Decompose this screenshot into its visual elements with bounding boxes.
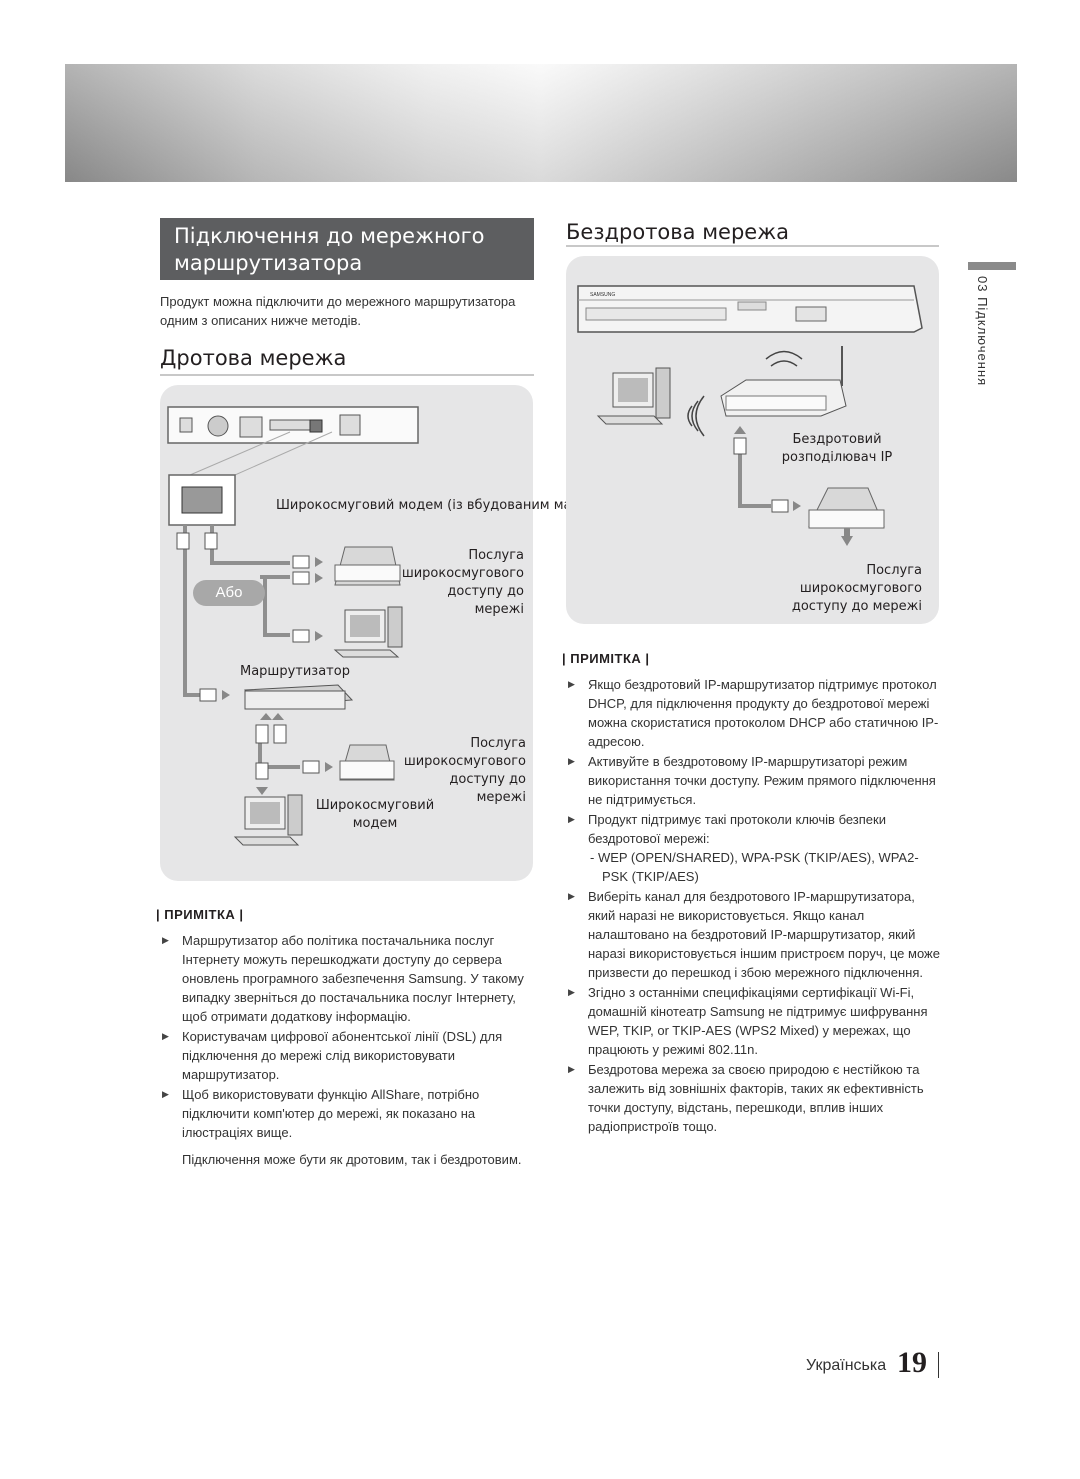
footer-divider bbox=[938, 1352, 939, 1378]
service-label-2: Послуга широкосмугового доступу до мереж… bbox=[403, 736, 526, 805]
header-banner bbox=[65, 64, 1017, 182]
page-number: 19 bbox=[897, 1346, 927, 1379]
service-label-1: Послуга широкосмугового доступу до мереж… bbox=[401, 548, 524, 617]
intro-text: Продукт можна підключити до мережного ма… bbox=[160, 294, 516, 328]
device-brand: SAMSUNG bbox=[590, 292, 615, 298]
note-list-right: Якщо бездротовий IP-маршрутизатор підтри… bbox=[566, 675, 942, 1137]
or-pill: Або bbox=[193, 580, 265, 606]
security-protocols: - WEP (OPEN/SHARED), WPA-PSK (TKIP/AES),… bbox=[590, 850, 919, 884]
wired-heading-rule bbox=[160, 374, 534, 376]
note-item: Виберіть канал для бездротового IP-маршр… bbox=[566, 887, 942, 982]
note-item: Якщо бездротовий IP-маршрутизатор підтри… bbox=[566, 675, 942, 751]
note-item: Згідно з останніми специфікаціями сертиф… bbox=[566, 983, 942, 1059]
note-item: Щоб використовувати функцію AllShare, по… bbox=[160, 1085, 538, 1142]
note-heading-left: | ПРИМІТКА | bbox=[156, 907, 244, 922]
wireless-heading-rule bbox=[566, 245, 939, 247]
wireless-diagram: SAMSUNG bbox=[577, 285, 923, 546]
note-heading-right: | ПРИМІТКА | bbox=[562, 651, 650, 666]
chapter-tab-marker bbox=[968, 262, 1016, 270]
modem-label-2: Широкосмуговий модем bbox=[315, 798, 435, 831]
note-item: Маршрутизатор або політика постачальника… bbox=[160, 931, 538, 1026]
section-title: Підключення до мережного маршрутизатора bbox=[160, 218, 534, 280]
wired-heading: Дротова мережа bbox=[160, 346, 347, 370]
chapter-tab-label: 03 Підключення bbox=[975, 276, 990, 387]
router-label: Маршрутизатор bbox=[240, 664, 350, 679]
note-item: Бездротова мережа за своєю природою є не… bbox=[566, 1060, 942, 1136]
note-extra-left: Підключення може бути як дротовим, так і… bbox=[182, 1152, 522, 1167]
wireless-service-label: Послуга широкосмугового доступу до мереж… bbox=[791, 563, 922, 614]
note-item-text: Продукт підтримує такі протоколи ключів … bbox=[588, 812, 886, 846]
note-item: Користувачам цифрової абонентської лінії… bbox=[160, 1027, 538, 1084]
wireless-heading: Бездротова мережа bbox=[566, 220, 789, 244]
wired-diagram bbox=[167, 406, 419, 846]
wireless-router-label: Бездротовий розподілювач IP bbox=[781, 432, 893, 465]
note-item: Продукт підтримує такі протоколи ключів … bbox=[566, 810, 942, 886]
note-list-left: Маршрутизатор або політика постачальника… bbox=[160, 931, 538, 1143]
footer-language: Українська bbox=[806, 1357, 887, 1374]
note-item: Активуйте в бездротовому IP-маршрутизато… bbox=[566, 752, 942, 809]
